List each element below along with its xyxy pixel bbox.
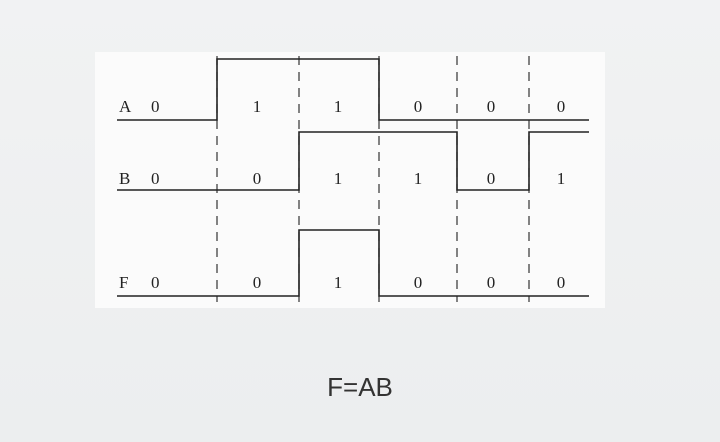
signal-a-bit: 0 — [487, 97, 496, 116]
timing-diagram: A 0 1 1 0 0 0 B 0 0 1 1 0 1 F 0 0 1 0 0 … — [95, 52, 605, 308]
signal-b-waveform — [117, 131, 589, 191]
signal-f-bit: 0 — [414, 273, 423, 292]
signal-a-bit: 0 — [414, 97, 423, 116]
signal-f-bit: 0 — [557, 273, 566, 292]
signal-f-initial: 0 — [151, 273, 160, 292]
signal-a-bit: 1 — [253, 97, 262, 116]
signal-b-bit: 1 — [414, 169, 423, 188]
signal-b-bit: 1 — [557, 169, 566, 188]
signal-f-bit: 1 — [334, 273, 343, 292]
signal-f-bit: 0 — [253, 273, 262, 292]
signal-f-waveform — [117, 229, 589, 297]
signal-a-bit: 0 — [557, 97, 566, 116]
signal-b-bit: 0 — [487, 169, 496, 188]
signal-b-bit: 0 — [253, 169, 262, 188]
signal-a-waveform — [117, 58, 589, 121]
signal-b-label: B — [119, 169, 130, 188]
signal-b-bit: 1 — [334, 169, 343, 188]
signal-f-label: F — [119, 273, 128, 292]
timing-diagram-svg: A 0 1 1 0 0 0 B 0 0 1 1 0 1 F 0 0 1 0 0 … — [117, 56, 589, 302]
caption-formula: F=AB — [327, 372, 393, 402]
signal-a-bit: 1 — [334, 97, 343, 116]
signal-a-initial: 0 — [151, 97, 160, 116]
signal-f-bit: 0 — [487, 273, 496, 292]
signal-a-label: A — [119, 97, 132, 116]
signal-b-initial: 0 — [151, 169, 160, 188]
